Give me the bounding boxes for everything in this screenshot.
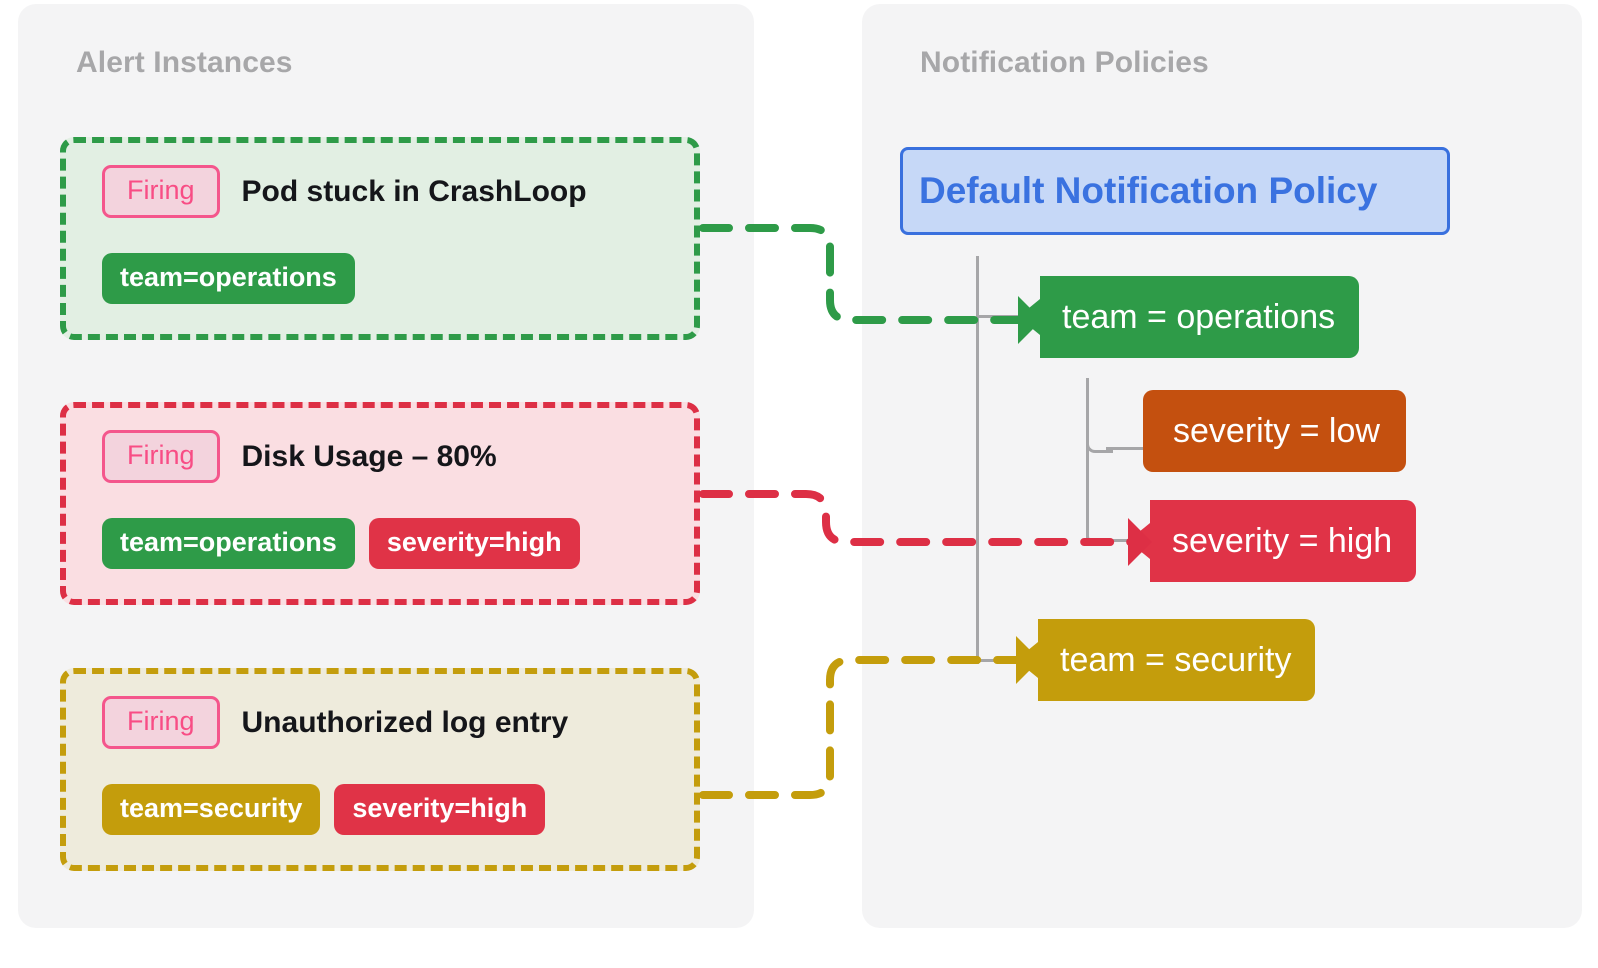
alert-header-row: Firing Pod stuck in CrashLoop <box>102 165 587 218</box>
alert-labels-row: team=operations <box>102 253 355 304</box>
tree-branch-stub-severity-low <box>1106 447 1144 450</box>
tree-branch-stub-operations <box>976 315 1024 318</box>
matcher-severity-high[interactable]: severity = high <box>1128 500 1417 582</box>
matcher-label: team = operations <box>1062 297 1336 336</box>
tree-branch-stub-security <box>976 659 1022 662</box>
alert-instance-card[interactable]: Firing Pod stuck in CrashLoop team=opera… <box>60 137 700 340</box>
matcher-label: severity = high <box>1172 521 1393 560</box>
alert-label-chip: team=operations <box>102 518 355 569</box>
alert-title: Unauthorized log entry <box>241 705 569 739</box>
notification-policies-title: Notification Policies <box>920 46 1209 79</box>
matcher-label: severity = low <box>1173 411 1380 450</box>
status-badge: Firing <box>102 430 220 483</box>
alert-header-row: Firing Unauthorized log entry <box>102 696 568 749</box>
matcher-team-operations[interactable]: team = operations <box>1018 276 1360 358</box>
alert-label-chip: team=operations <box>102 253 355 304</box>
alert-instance-card[interactable]: Firing Disk Usage – 80% team=operations … <box>60 402 700 605</box>
default-notification-policy-label: Default Notification Policy <box>919 170 1378 211</box>
status-badge: Firing <box>102 165 220 218</box>
default-notification-policy-node[interactable]: Default Notification Policy <box>900 147 1450 235</box>
alert-title: Pod stuck in CrashLoop <box>241 174 587 208</box>
alert-labels-row: team=security severity=high <box>102 784 546 835</box>
alert-header-row: Firing Disk Usage – 80% <box>102 430 497 483</box>
alert-instances-title: Alert Instances <box>76 46 293 79</box>
matcher-team-security[interactable]: team = security <box>1016 619 1316 701</box>
alert-instance-card[interactable]: Firing Unauthorized log entry team=secur… <box>60 668 700 871</box>
status-badge: Firing <box>102 696 220 749</box>
alert-labels-row: team=operations severity=high <box>102 518 580 569</box>
tree-subtrunk-line <box>1086 378 1089 544</box>
tree-subbranch-corner-low <box>1086 430 1113 453</box>
matcher-label: team = security <box>1060 640 1292 679</box>
alert-title: Disk Usage – 80% <box>241 439 497 473</box>
alert-label-chip: severity=high <box>334 784 546 835</box>
matcher-severity-low[interactable]: severity = low <box>1143 390 1406 472</box>
alert-label-chip: severity=high <box>368 518 580 569</box>
alert-label-chip: team=security <box>102 784 321 835</box>
tree-trunk-line <box>976 256 979 664</box>
